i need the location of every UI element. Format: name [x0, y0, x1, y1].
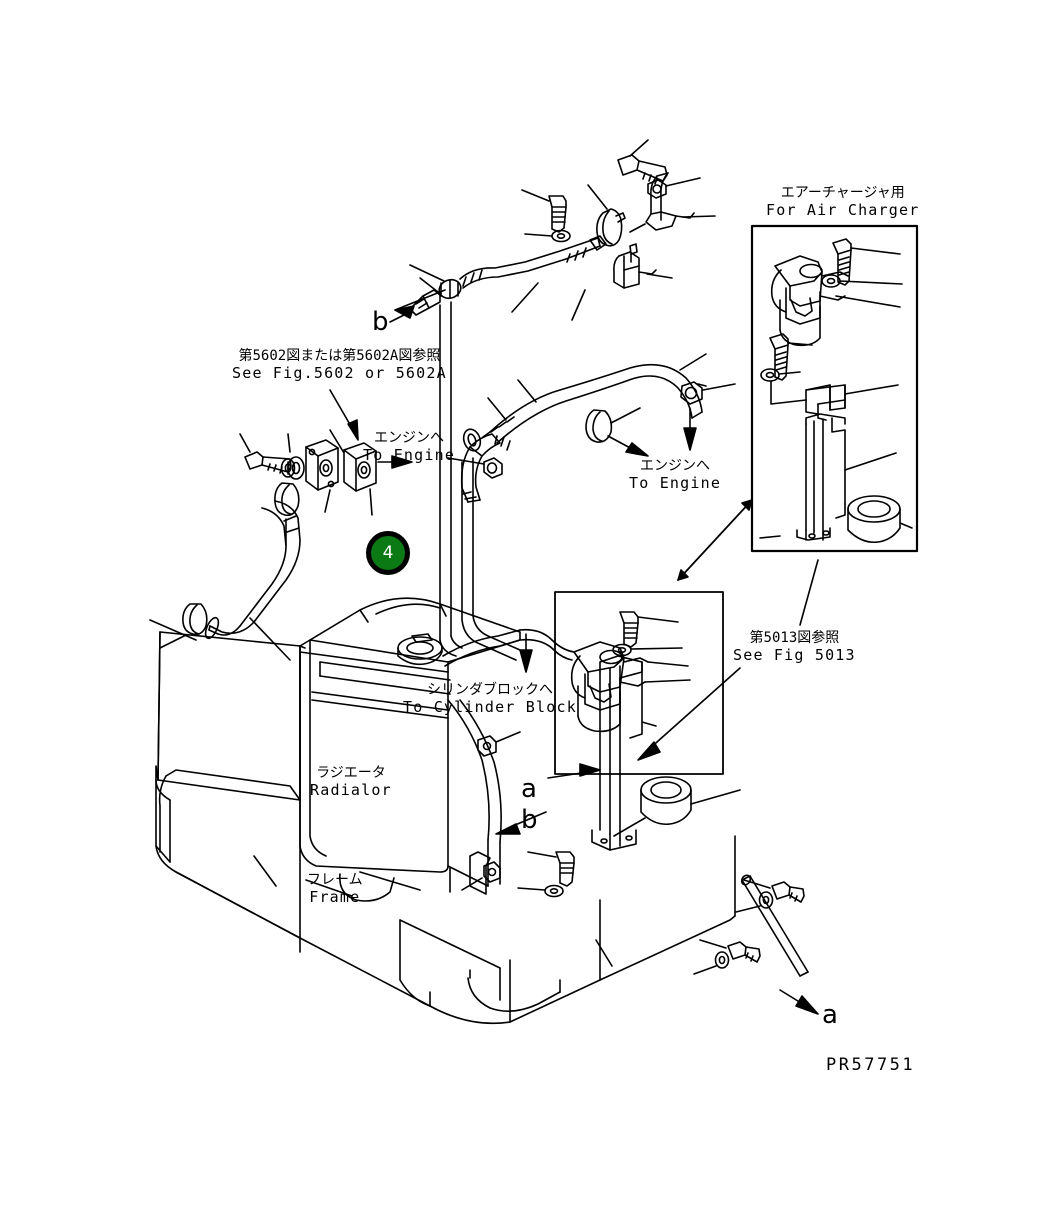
to-cylinder-block-arrow	[519, 633, 533, 673]
tube-left-bolt	[409, 289, 441, 316]
to-engine-left-jp: エンジンへ	[374, 430, 445, 446]
air-charger-sensor-head	[770, 255, 849, 347]
upper-center-bolt	[548, 195, 567, 233]
to-engine-right: エンジンへ To Engine	[629, 458, 721, 492]
radiator-to-reservoir-hose	[442, 629, 521, 667]
stay-rod-washer-lower	[714, 951, 730, 969]
see-fig-5013-note: 第5013図参照 See Fig 5013	[733, 630, 856, 664]
see-fig-5013-leader	[637, 667, 741, 761]
stay-rod-washer-upper	[758, 891, 774, 909]
tube-clamp-ring	[596, 208, 626, 247]
radiator-bottom-washer	[544, 884, 564, 898]
see-fig-5013-note-jp: 第5013図参照	[749, 630, 840, 646]
upper-tube-downleg	[439, 301, 463, 657]
frame-part-label: フレーム Frame	[307, 872, 363, 906]
upper-center-washer	[551, 229, 571, 243]
air-charger-upper-bolt	[832, 238, 852, 286]
left-hose-clamp	[274, 482, 300, 517]
to-engine-right-en: To Engine	[629, 473, 722, 492]
radiator-bottom-bolt	[555, 851, 575, 887]
coolant-reservoir-tank	[570, 641, 649, 733]
frame-part-label-jp: フレーム	[307, 872, 363, 888]
radiator-side-clip	[477, 735, 497, 757]
section-arrow-b-middle	[495, 811, 547, 835]
lower-hose-clamp	[182, 603, 208, 636]
section-arrow-b-top	[394, 289, 446, 319]
engine-connection-block	[287, 439, 377, 492]
flex-hose-assembly	[460, 363, 703, 503]
radiator-part-label-en: Radialor	[310, 780, 392, 799]
hose-right-end-nut	[680, 381, 707, 405]
to-engine-arrow-right	[683, 407, 697, 451]
air-charger-mount-column	[796, 413, 846, 541]
see-fig-5602-leader	[329, 389, 359, 441]
reservoir-washer	[612, 643, 632, 657]
detail-box-expansion-arrow	[677, 499, 753, 581]
radiator-drain-clip	[483, 861, 501, 883]
for-air-charger-title-jp: エアーチャージャ用	[780, 185, 905, 201]
frame-part-label-en: Frame	[309, 887, 361, 906]
to-engine-left: エンジンへ To Engine	[363, 430, 455, 464]
see-fig-5602-note-en: See Fig.5602 or 5602A	[232, 363, 447, 382]
reservoir-bolt	[619, 611, 639, 648]
to-cylinder-block-jp: シリンダブロックへ	[426, 682, 553, 698]
to-cylinder-block-en: To Cylinder Block	[403, 697, 577, 716]
lower-left-rubber-hose	[204, 500, 301, 640]
radiator-part-label-jp: ラジエータ	[316, 765, 386, 781]
for-air-charger-title-en: For Air Charger	[766, 200, 920, 219]
drawing-number: PR57751	[826, 1055, 916, 1075]
see-fig-5602-note: 第5602図または第5602A図参照 See Fig.5602 or 5602A	[232, 348, 447, 382]
radiator-part-label: ラジエータ Radialor	[310, 765, 392, 799]
hose-mid-ring	[585, 409, 613, 443]
elbow-fitting	[645, 172, 695, 231]
frame-rubber-mount	[640, 776, 692, 826]
hose-left-flare-nut	[483, 457, 503, 479]
hose-left-sleeve	[462, 428, 482, 452]
section-marker-a-middle: a	[521, 774, 537, 804]
air-charger-lower-bolt	[769, 333, 789, 381]
to-cylinder-block: シリンダブロックへ To Cylinder Block	[403, 682, 577, 716]
to-engine-arrow-middle	[607, 435, 649, 457]
to-engine-left-en: To Engine	[363, 445, 456, 464]
top-right-angled-bolt	[617, 154, 668, 185]
see-fig-5602-note-jp: 第5602図または第5602A図参照	[238, 348, 441, 364]
section-marker-a-bottom: a	[822, 1000, 838, 1030]
upper-tube-assembly	[459, 235, 607, 289]
section-marker-b-top: b	[372, 307, 389, 337]
engine-block-bolt	[244, 451, 292, 474]
banjo-valve-fitting	[613, 243, 657, 289]
to-engine-arrow-left	[377, 455, 413, 469]
stay-rod-bolt-lower	[727, 941, 761, 963]
section-arrow-a-bottom	[779, 989, 819, 1015]
air-charger-lower-washer	[760, 368, 780, 382]
see-fig-5013-note-en: See Fig 5013	[733, 645, 856, 664]
section-arrow-a-middle	[547, 763, 601, 779]
to-engine-right-jp: エンジンへ	[640, 458, 711, 474]
air-charger-bracket-plate	[770, 380, 846, 421]
center-downleg-hose	[461, 457, 521, 661]
tube-left-union	[438, 278, 462, 300]
engine-block-washer	[280, 458, 296, 478]
highlight-callout-4[interactable]: 4	[366, 531, 410, 575]
air-charger-detail-box	[750, 224, 919, 553]
reservoir-detail-box	[519, 591, 724, 775]
radiator-filler-cap	[397, 633, 443, 666]
stay-rod-bolt-upper	[771, 881, 805, 903]
air-charger-rubber-mount	[847, 495, 901, 544]
frame-stay-rod	[740, 874, 809, 977]
for-air-charger-title: エアーチャージャ用 For Air Charger	[766, 185, 919, 219]
section-marker-b-middle: b	[521, 805, 538, 835]
